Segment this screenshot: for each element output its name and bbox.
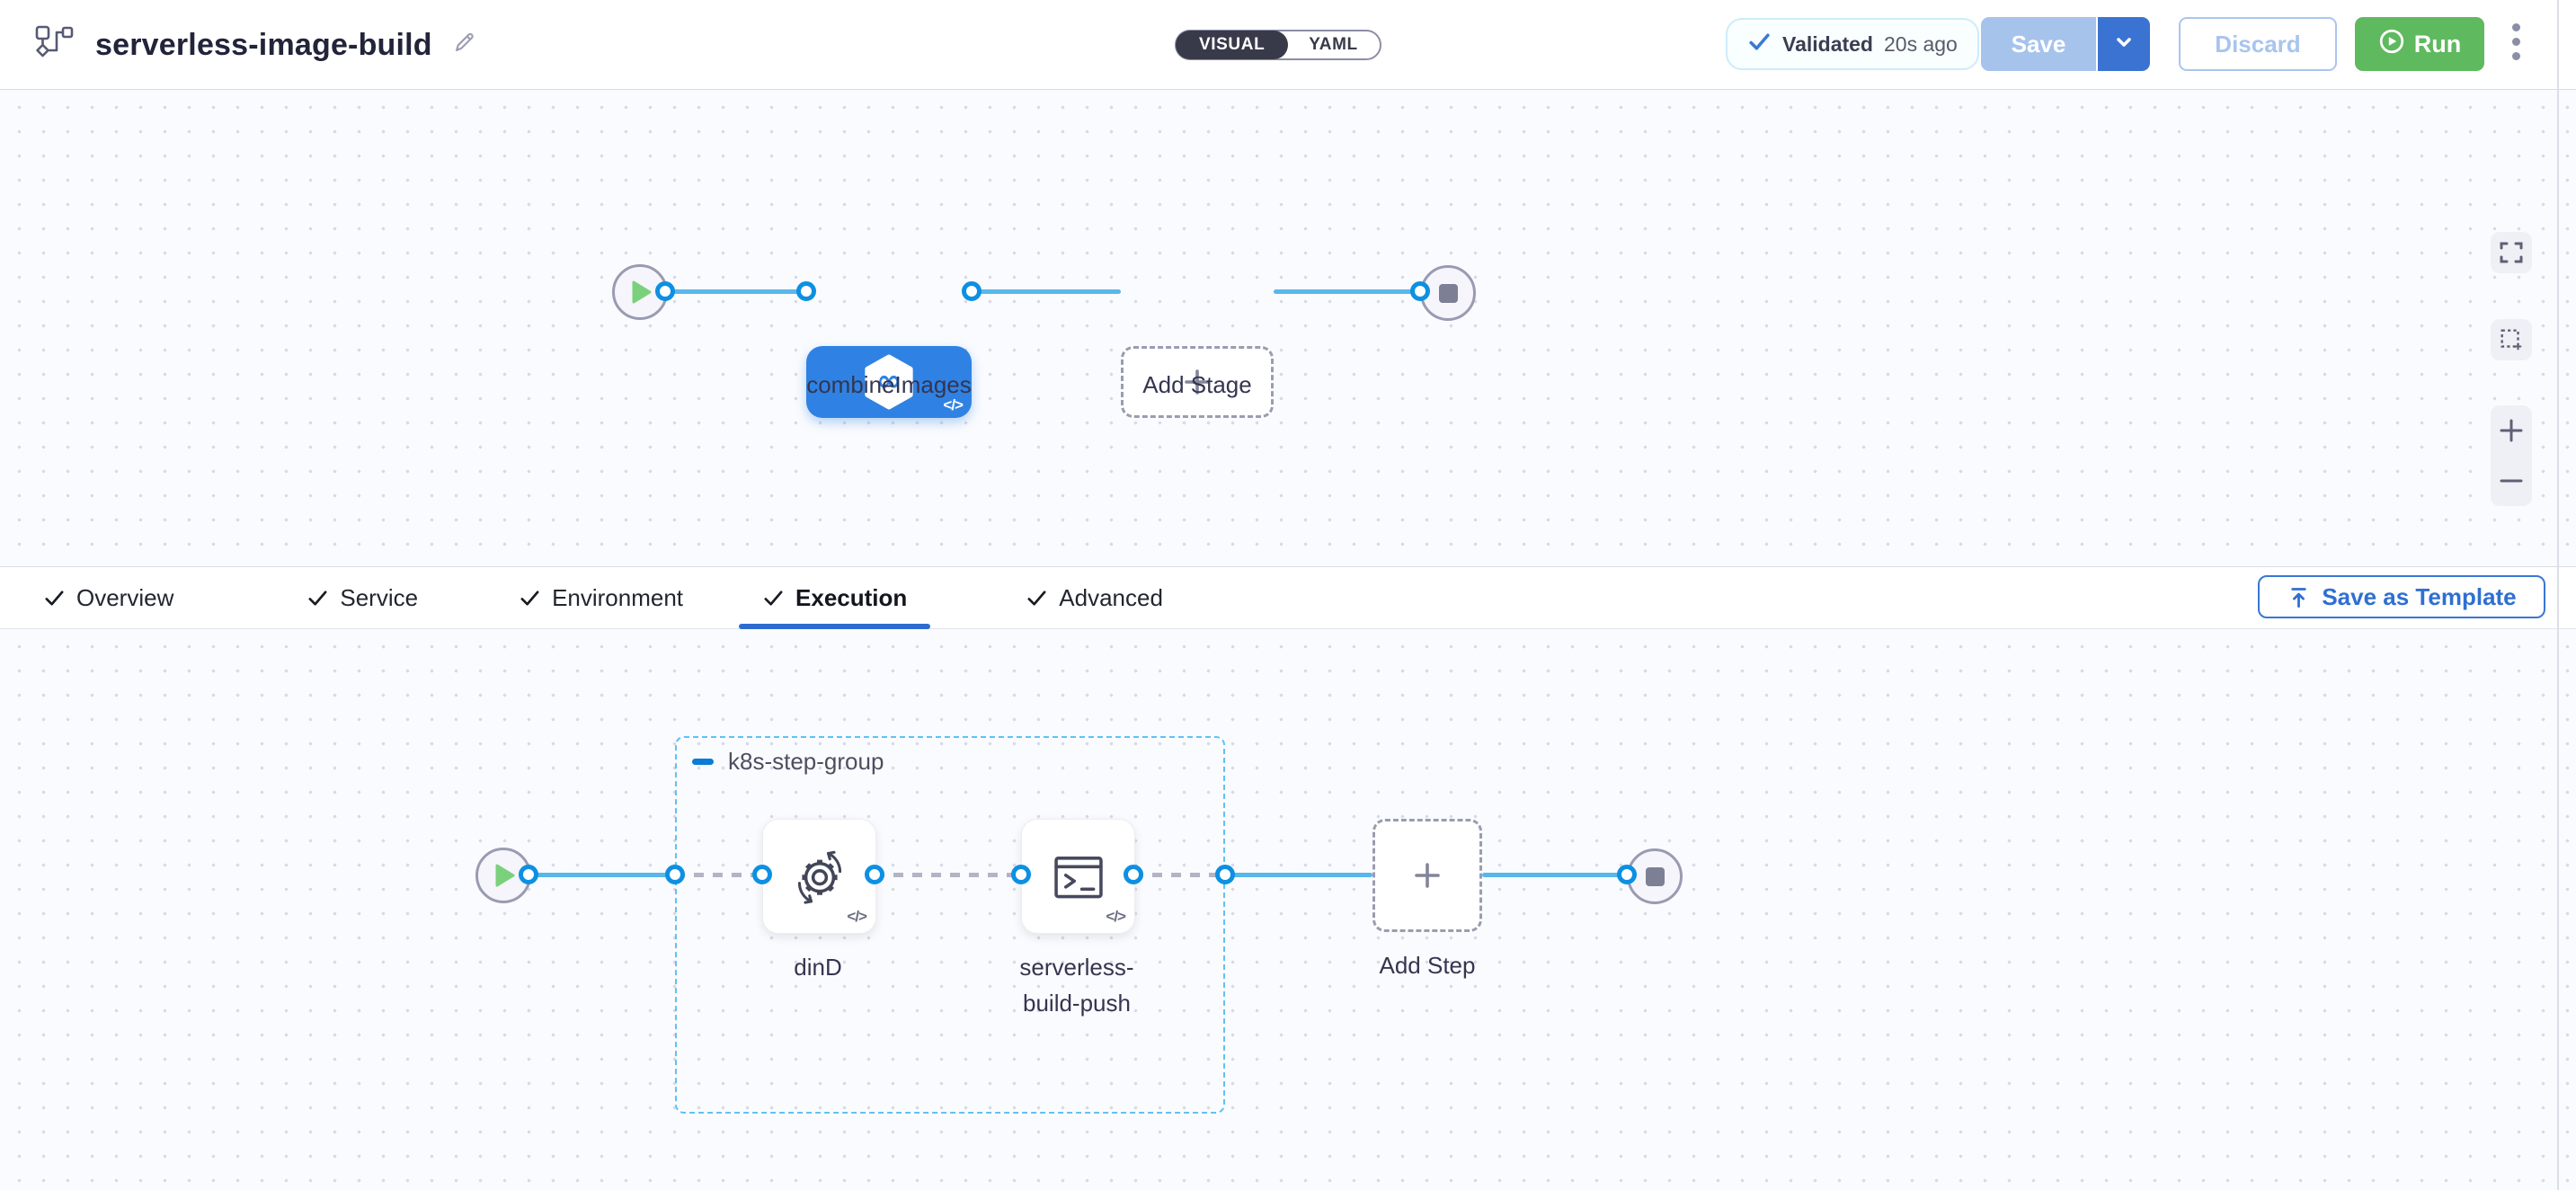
connector-dot[interactable]: [962, 281, 982, 301]
save-split-button: Save: [1981, 17, 2150, 71]
collapse-group-icon[interactable]: [692, 759, 714, 765]
save-separator: [2096, 24, 2098, 64]
fit-to-screen-button[interactable]: [2491, 232, 2532, 273]
check-icon: [1027, 590, 1046, 606]
tab-environment[interactable]: Environment: [495, 567, 706, 628]
check-icon: [764, 590, 783, 606]
upload-icon: [2291, 587, 2306, 608]
edge: [529, 873, 675, 877]
add-stage-label[interactable]: Add Stage: [1142, 371, 1252, 398]
check-icon: [1747, 30, 1772, 58]
save-as-template-button[interactable]: Save as Template: [2258, 575, 2545, 618]
connector-dot[interactable]: [655, 281, 675, 301]
edge: [1482, 873, 1627, 877]
edge-dashed: [675, 873, 762, 877]
stage-canvas[interactable]: ∞ </> combineImages Add Stage: [0, 90, 2576, 566]
validated-time: 20s ago: [1883, 31, 1958, 56]
marquee-select-icon: [2500, 329, 2522, 351]
chevron-down-icon: [2112, 31, 2136, 58]
stage-label[interactable]: combineImages: [806, 371, 972, 398]
more-options-button[interactable]: [2512, 23, 2520, 60]
stage-tabs: Overview Service Environment Execution A…: [0, 566, 2576, 629]
zoom-controls: [2491, 405, 2532, 506]
connector-dot[interactable]: [1011, 865, 1031, 884]
run-button[interactable]: Run: [2355, 17, 2484, 71]
step-node-dind[interactable]: </>: [762, 819, 876, 934]
validated-badge: Validated 20s ago: [1726, 18, 1979, 70]
step-node-serverless-build-push[interactable]: </>: [1021, 819, 1135, 934]
edge-dashed: [875, 873, 1021, 877]
add-step-button[interactable]: [1372, 819, 1482, 932]
save-dropdown-button[interactable]: [2098, 17, 2150, 71]
toggle-yaml[interactable]: YAML: [1309, 35, 1358, 54]
connector-dot[interactable]: [1124, 865, 1143, 884]
edge: [1274, 289, 1421, 294]
plus-icon: [1185, 369, 1210, 395]
connector-dot[interactable]: [796, 281, 816, 301]
execution-canvas[interactable]: Execution Rollback: [0, 629, 2576, 1190]
edge-dashed: [1133, 873, 1225, 877]
code-badge: </>: [847, 908, 867, 925]
connector-dot[interactable]: [1215, 865, 1235, 884]
step-label-dind[interactable]: dinD: [794, 954, 842, 981]
edit-pencil-icon[interactable]: [452, 31, 476, 59]
ci-stage-icon: ∞: [865, 354, 913, 410]
header: serverless-image-build VISUAL YAML Valid…: [0, 0, 2576, 90]
step-group-box[interactable]: [675, 736, 1225, 1114]
check-icon: [520, 590, 539, 606]
tab-execution[interactable]: Execution: [739, 567, 931, 629]
connector-dot[interactable]: [1410, 281, 1430, 301]
zoom-in-button[interactable]: [2498, 417, 2525, 444]
stage-node-combineimages[interactable]: ∞ </>: [806, 346, 972, 418]
fullscreen-icon: [2500, 242, 2523, 263]
plus-icon: [1415, 863, 1440, 888]
zoom-out-button[interactable]: [2498, 467, 2525, 494]
validated-label: Validated: [1782, 31, 1873, 56]
connector-dot[interactable]: [665, 865, 685, 884]
code-badge: </>: [943, 396, 964, 413]
tab-overview[interactable]: Overview: [20, 567, 197, 628]
connector-dot[interactable]: [1617, 865, 1637, 884]
save-button[interactable]: Save: [1981, 17, 2096, 71]
tab-service[interactable]: Service: [283, 567, 441, 628]
add-stage-button[interactable]: [1121, 346, 1274, 418]
toggle-visual[interactable]: VISUAL: [1176, 31, 1289, 59]
check-icon: [308, 590, 327, 606]
connector-dot[interactable]: [752, 865, 772, 884]
step-group-name[interactable]: k8s-step-group: [728, 748, 884, 775]
code-badge: </>: [1106, 908, 1126, 925]
save-as-template-label: Save as Template: [2322, 582, 2517, 610]
step-label-serverless-build-push[interactable]: serverless-build-push: [1019, 954, 1134, 1017]
pipeline-flow-icon: [34, 24, 76, 67]
edge: [665, 289, 806, 294]
connector-dot[interactable]: [865, 865, 884, 884]
run-play-icon: [2378, 28, 2405, 61]
add-step-label[interactable]: Add Step: [1379, 952, 1476, 979]
page-title: serverless-image-build: [95, 27, 432, 62]
svg-text:∞: ∞: [876, 363, 901, 398]
check-icon: [45, 590, 64, 606]
visual-yaml-toggle: VISUAL YAML: [1175, 30, 1381, 60]
discard-button[interactable]: Discard: [2179, 17, 2337, 71]
selection-mode-button[interactable]: [2491, 319, 2532, 360]
terminal-icon: [1053, 857, 1103, 899]
right-pane-divider: [2557, 0, 2559, 1190]
run-label: Run: [2413, 30, 2462, 58]
connector-dot[interactable]: [519, 865, 538, 884]
edge: [1225, 873, 1372, 877]
edge: [972, 289, 1121, 294]
tab-advanced[interactable]: Advanced: [1002, 567, 1186, 628]
dind-gear-sync-icon: [797, 850, 841, 904]
